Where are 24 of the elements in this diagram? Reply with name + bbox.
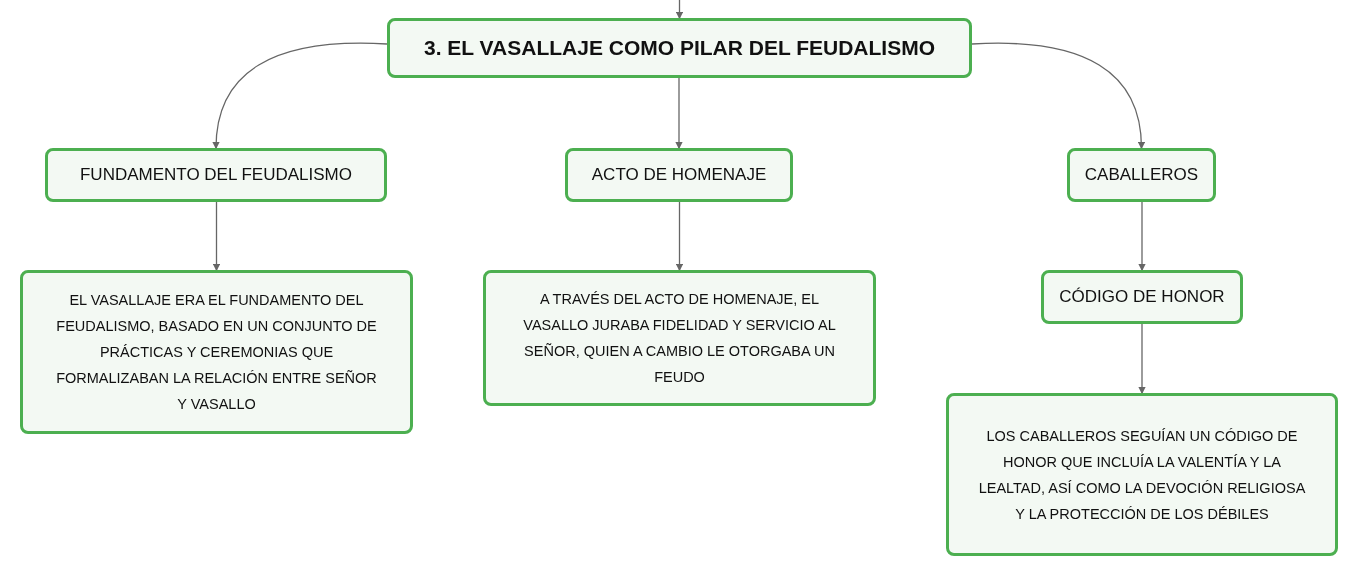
connector-arrow	[971, 42, 1145, 150]
connector-arrow	[1138, 201, 1146, 272]
node-text: ACTO DE HOMENAJE	[591, 164, 767, 187]
node-text: FUNDAMENTO DEL FEUDALISMO	[79, 164, 352, 187]
node-text: EL VASALLAJE ERA EL FUNDAMENTO DEL FEUDALISMO, BASADO EN UN CONJUNTO DE PRÁCTICAS Y CEREMONIAS QUE FORMALIZABAN LA RELACIÓN ENTRE SEÑOR Y VASALLO	[55, 291, 378, 414]
description-box	[483, 270, 876, 406]
topic-box	[45, 148, 387, 202]
connector-arrow	[675, 201, 684, 272]
node-text: LOS CABALLEROS SEGUÍAN UN CÓDIGO DE HONOR QUE INCLUÍA LA VALENTÍA Y LA LEALTAD, ASÍ COMO LA DEVOCIÓN RELIGIOSA Y LA PROTECCIÓN DE LOS DÉBILES	[977, 426, 1307, 524]
node-text: A TRAVÉS DEL ACTO DE HOMENAJE, EL VASALLO JURABA FIDELIDAD Y SERVICIO AL SEÑOR, QUIEN A CAMBIO LE OTORGABA UN FEUDO	[522, 290, 837, 387]
description-box	[946, 393, 1338, 556]
description-box	[20, 270, 413, 434]
topic-box	[1041, 270, 1243, 324]
title-box	[387, 18, 972, 78]
connector-arrow	[1138, 323, 1146, 395]
connector-arrow	[212, 42, 388, 150]
node-text: CABALLEROS	[1084, 164, 1199, 187]
node-text: CÓDIGO DE HONOR	[1059, 286, 1225, 309]
connector-arrow	[212, 201, 221, 272]
node-text: 3. EL VASALLAJE COMO PILAR DEL FEUDALISMO	[423, 35, 935, 62]
connector-arrow	[675, 0, 684, 20]
topic-box	[1067, 148, 1216, 202]
topic-box	[565, 148, 793, 202]
connector-arrow	[675, 77, 683, 150]
